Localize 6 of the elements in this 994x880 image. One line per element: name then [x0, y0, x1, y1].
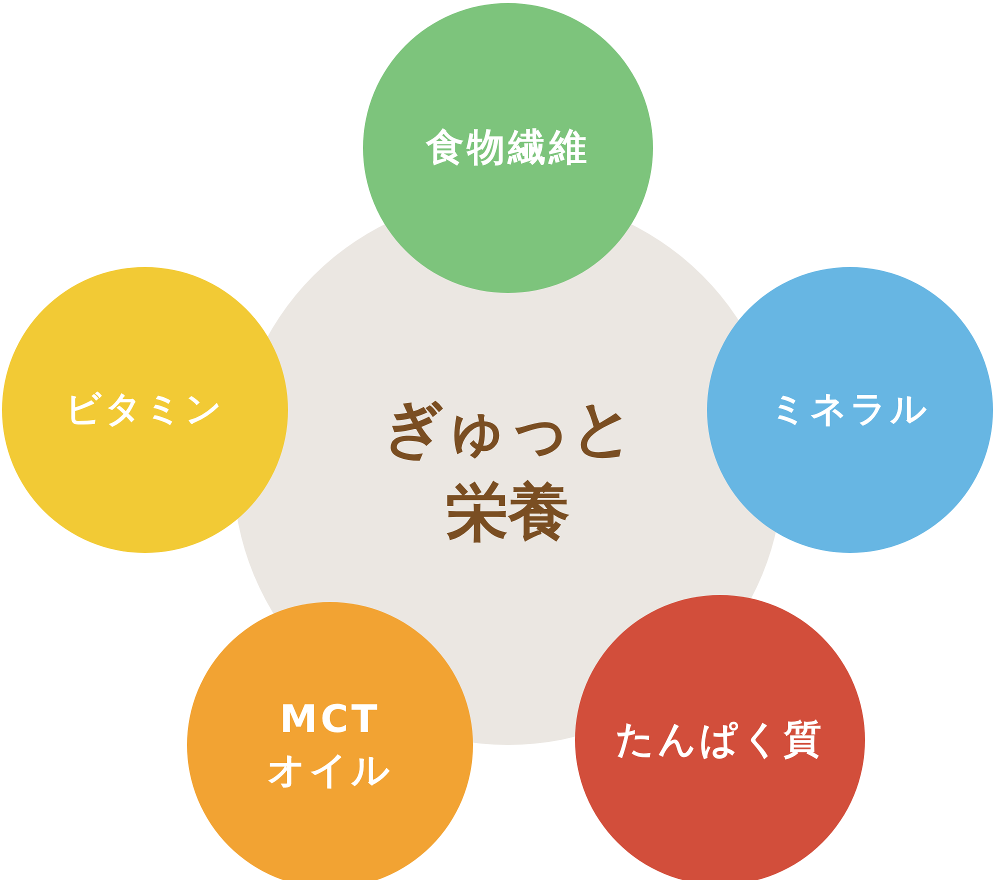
circle-label: ミネラル [770, 388, 930, 432]
circle-label: たんぱく質 [615, 716, 825, 764]
circle-label: ビタミン [65, 388, 225, 432]
circle-label: 食物繊維 [426, 124, 590, 172]
circle-label: MCTオイル [266, 696, 394, 794]
circle-label: ぎゅっと栄養 [381, 390, 635, 550]
